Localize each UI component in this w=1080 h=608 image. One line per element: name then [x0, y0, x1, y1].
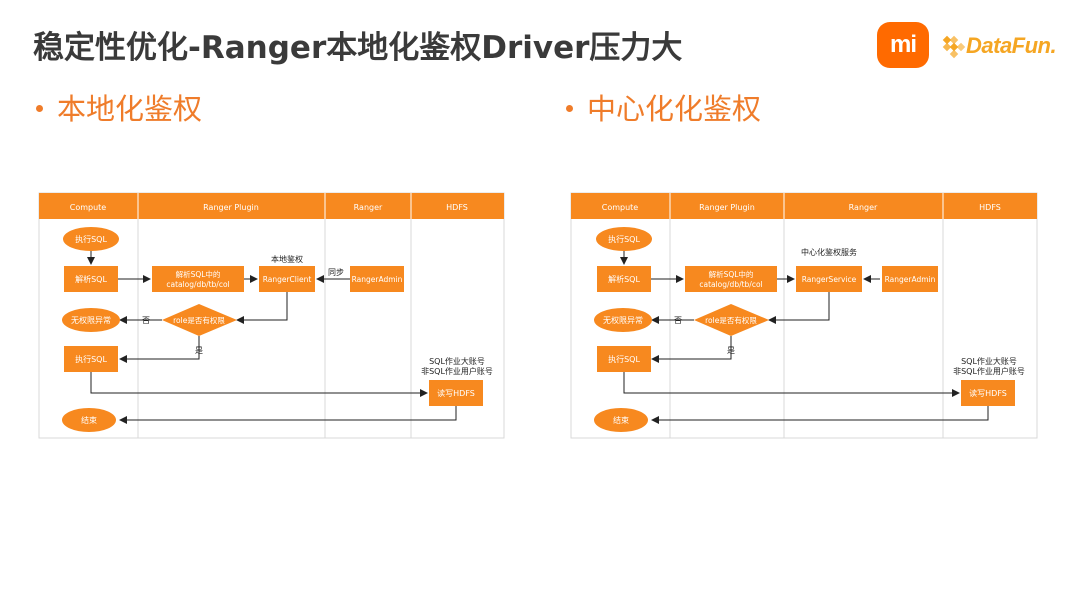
account-label-2: 非SQL作业用户账号 — [421, 366, 493, 376]
lane-ranger-plugin: Ranger Plugin — [203, 203, 259, 212]
yes-label: 是 — [727, 346, 735, 355]
yes-label: 是 — [195, 346, 203, 355]
slide-title: 稳定性优化-Ranger本地化鉴权Driver压力大 — [33, 30, 683, 66]
bullet-dot — [36, 104, 43, 112]
connector — [651, 336, 732, 363]
ranger-admin-node — [350, 266, 404, 292]
end-node — [62, 408, 116, 432]
end-text: 结束 — [613, 415, 629, 425]
connector — [623, 372, 960, 397]
read-hdfs-text: 读写HDFS — [437, 388, 475, 398]
lane-ranger: Ranger — [849, 203, 878, 212]
exec-sql-start-node — [596, 227, 652, 251]
left-lane-header — [39, 193, 504, 219]
permission-decision-node — [162, 304, 237, 336]
lane-compute: Compute — [70, 203, 107, 212]
ranger-service-node — [796, 266, 862, 292]
connector — [119, 336, 200, 363]
no-label: 否 — [142, 316, 150, 325]
connector — [236, 292, 288, 324]
parse-catalog-text-2: catalog/db/tb/col — [699, 280, 762, 289]
no-permission-text: 无权限异常 — [71, 315, 111, 325]
ranger-client-node — [259, 266, 315, 292]
end-text: 结束 — [81, 415, 97, 425]
permission-decision-text: role是否有权限 — [705, 315, 757, 325]
lane-ranger-plugin: Ranger Plugin — [699, 203, 755, 212]
exec-sql-node — [64, 346, 118, 372]
bullet-central-auth-text: 中心化化鉴权 — [587, 92, 762, 126]
exec-sql-start-text: 执行SQL — [75, 234, 107, 244]
exec-sql-text: 执行SQL — [75, 354, 107, 364]
read-hdfs-node — [429, 380, 483, 406]
no-permission-text: 无权限异常 — [603, 315, 643, 325]
sync-label: 同步 — [328, 268, 344, 277]
connector — [119, 406, 457, 424]
datafun-logo-text: DataFun. — [966, 33, 1057, 58]
datafun-logo: DataFun. — [942, 30, 1057, 62]
read-hdfs-text: 读写HDFS — [969, 388, 1007, 398]
ranger-admin-text: RangerAdmin — [352, 275, 403, 284]
parse-sql-text: 解析SQL — [75, 274, 107, 284]
exec-sql-start-node — [63, 227, 119, 251]
read-hdfs-node — [961, 380, 1015, 406]
left-frame — [38, 192, 505, 439]
lane-hdfs: HDFS — [446, 203, 468, 212]
permission-decision-text: role是否有权限 — [173, 315, 225, 325]
exec-sql-text: 执行SQL — [608, 354, 640, 364]
exec-sql-node — [597, 346, 651, 372]
end-node — [594, 408, 648, 432]
bullet-dot — [566, 104, 573, 112]
permission-decision-node — [694, 304, 769, 336]
lane-hdfs: HDFS — [979, 203, 1001, 212]
bullet-local-auth-text: 本地化鉴权 — [57, 92, 203, 126]
right-lane-header — [571, 193, 1037, 219]
parse-catalog-text-1: 解析SQL中的 — [709, 269, 754, 279]
parse-sql-node — [64, 266, 118, 292]
exec-sql-start-text: 执行SQL — [608, 234, 640, 244]
lane-ranger: Ranger — [354, 203, 383, 212]
parse-catalog-text-1: 解析SQL中的 — [176, 269, 221, 279]
bullet-central-auth: 中心化化鉴权 — [566, 86, 761, 128]
ranger-client-text: RangerClient — [263, 275, 312, 284]
parse-sql-node — [597, 266, 651, 292]
xiaomi-logo: mi — [877, 22, 929, 68]
parse-catalog-node — [685, 266, 777, 292]
lane-compute: Compute — [602, 203, 639, 212]
ranger-admin-node — [882, 266, 938, 292]
parse-catalog-text-2: catalog/db/tb/col — [166, 280, 229, 289]
account-label-1: SQL作业大账号 — [961, 356, 1017, 366]
connector — [651, 406, 989, 424]
ranger-admin-text: RangerAdmin — [885, 275, 936, 284]
connector — [768, 292, 830, 324]
parse-sql-text: 解析SQL — [608, 274, 640, 284]
bullet-local-auth: 本地化鉴权 — [36, 86, 202, 128]
no-permission-node — [62, 308, 120, 332]
account-label-1: SQL作业大账号 — [429, 356, 485, 366]
no-label: 否 — [674, 316, 682, 325]
connector — [90, 372, 428, 397]
central-auth-label: 中心化鉴权服务 — [801, 247, 857, 257]
account-label-2: 非SQL作业用户账号 — [953, 366, 1025, 376]
no-permission-node — [594, 308, 652, 332]
parse-catalog-node — [152, 266, 244, 292]
ranger-service-text: RangerService — [802, 275, 857, 284]
local-auth-label: 本地鉴权 — [271, 254, 303, 264]
